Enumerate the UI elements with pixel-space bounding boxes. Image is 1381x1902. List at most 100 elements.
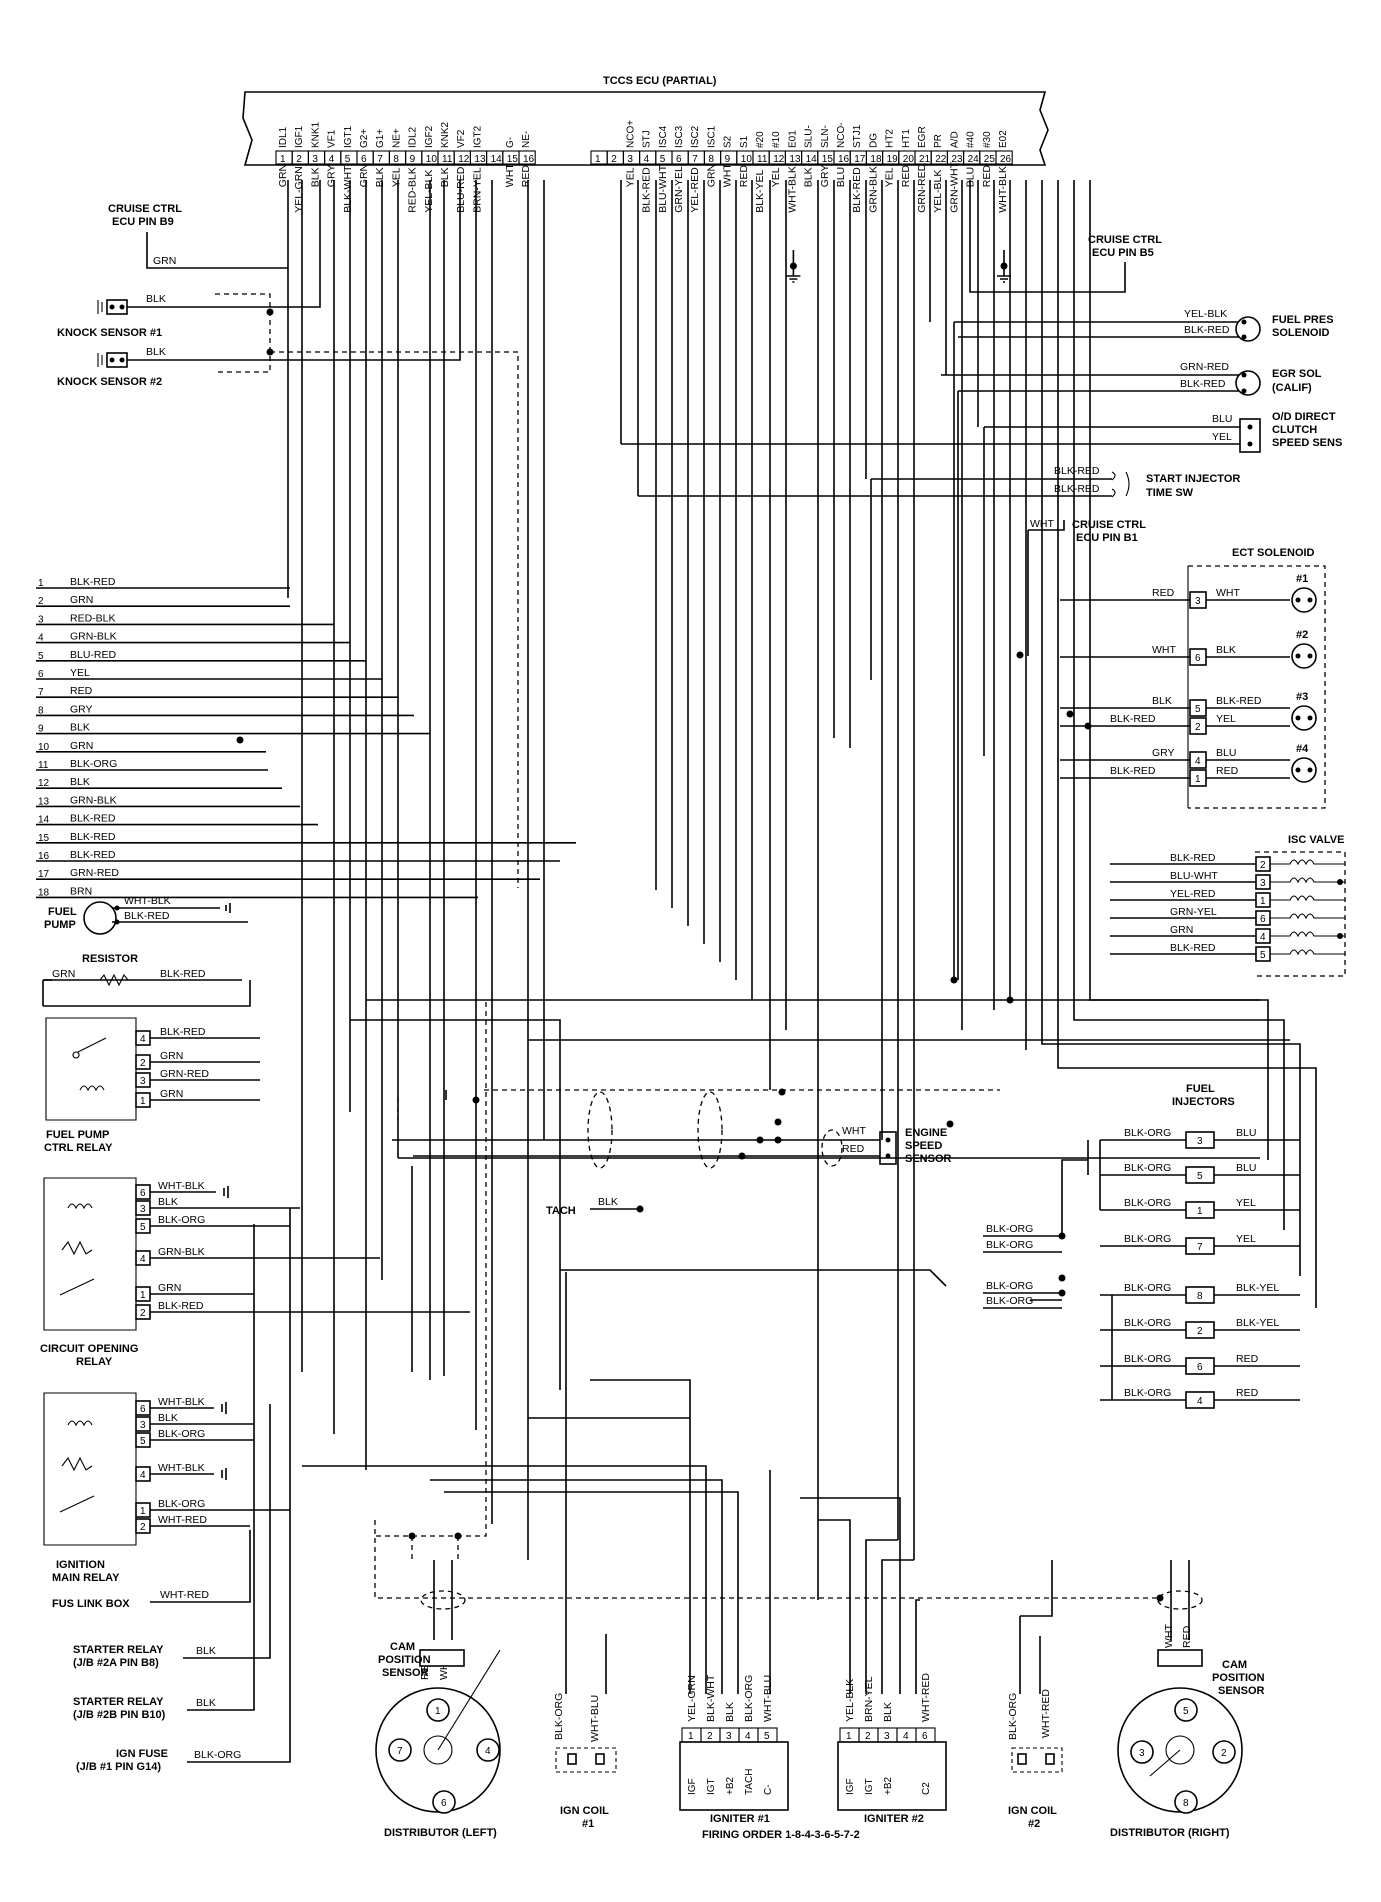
connector-row-wire: RED xyxy=(70,685,93,697)
ecu-left-pin-name: IGF1 xyxy=(294,125,305,148)
ess-wire-2: RED xyxy=(842,1143,865,1155)
inj-pin: 3 xyxy=(1197,1136,1203,1147)
connector-row-number: 18 xyxy=(38,887,50,898)
ect-coil-pin xyxy=(1295,597,1301,603)
cruise-b9-label-1: CRUISE CTRL xyxy=(108,203,182,215)
ign-coil-2: BLK-ORG WHT-RED IGN COIL #2 xyxy=(1007,1616,1063,1830)
isc-coil xyxy=(1270,859,1345,866)
fp-relay-pin: 1 xyxy=(140,1096,146,1107)
ect-coil-pin xyxy=(1307,767,1313,773)
igniter1-wire: WHT-BLU xyxy=(762,1675,774,1722)
inj-bus-wire-2: BLK-ORG xyxy=(986,1239,1033,1251)
cor-ground xyxy=(223,1186,229,1198)
start-injector-time-sw: BLK-RED BLK-RED START INJECTOR TIME SW xyxy=(638,465,1240,499)
ecu-left-pin-name: G- xyxy=(505,137,516,148)
igniter1-term: C- xyxy=(763,1784,774,1795)
ecu-right-wire-label: BLK-RED xyxy=(641,167,653,213)
resistor-wire-1: GRN xyxy=(52,968,75,980)
ecu-right-pin-cell xyxy=(995,150,1013,165)
coil1-wire-2: WHT-BLU xyxy=(589,1695,601,1742)
fp-relay-label-1: FUEL PUMP xyxy=(46,1129,109,1141)
connector-row-number: 6 xyxy=(38,669,44,680)
ecu-right-wire-label: GRN-YEL xyxy=(673,166,685,213)
ecu-left-wire-label: BLK xyxy=(309,167,321,187)
ect-number: #4 xyxy=(1296,743,1309,755)
cam-left-label-3: SENSOR xyxy=(382,1667,429,1679)
ecu-right-pin-number: 5 xyxy=(660,154,666,165)
inj-out-wire: YEL xyxy=(1236,1197,1256,1209)
ecu-right-wire-label: YEL-BLK xyxy=(932,170,944,213)
cam-sensor-right: WHT RED CAM POSITION SENSOR xyxy=(1157,1560,1265,1697)
ign-fuse-label-2: (J/B #1 PIN G14) xyxy=(76,1761,161,1773)
isc-wire: GRN xyxy=(1170,924,1193,936)
connector-row-wire: BLK-RED xyxy=(70,849,116,861)
coil1-label-1: IGN COIL xyxy=(560,1805,609,1817)
fuel-pres-label-2: SOLENOID xyxy=(1272,327,1330,339)
cam-left-label-1: CAM xyxy=(390,1641,415,1653)
connector-row-number: 9 xyxy=(38,724,44,735)
ign-wire: BLK-ORG xyxy=(158,1428,205,1440)
ecu-right-pin-number: 7 xyxy=(692,154,698,165)
ign-pin: 4 xyxy=(140,1470,146,1481)
cruise-b1-label-2: ECU PIN B1 xyxy=(1076,532,1138,544)
ecu-right-pin-number: 25 xyxy=(984,154,996,165)
starter1-wire: BLK xyxy=(196,1645,216,1657)
ect-pin: 2 xyxy=(1195,722,1201,733)
connector-row-number: 5 xyxy=(38,651,44,662)
cor-wire: BLK xyxy=(158,1196,178,1208)
igniter-1: 1YEL-GRNIGF2BLK-WHTIGT3BLK+B24BLK-ORGTAC… xyxy=(679,1674,860,1841)
connector-row-number: 4 xyxy=(38,633,44,644)
ecu-right-pin-name: HT2 xyxy=(885,129,896,148)
ecu-right-wire-label: GRN xyxy=(705,164,717,187)
ect-coil-pin xyxy=(1295,767,1301,773)
ecu-right-wire-label: RED xyxy=(900,165,912,188)
cor-wire: WHT-BLK xyxy=(158,1180,205,1192)
ecu-left-pin-name: IGF2 xyxy=(424,125,435,148)
igniter1-pin-box xyxy=(757,1727,778,1743)
isc-coil xyxy=(1270,931,1345,938)
ess-wire-1: WHT xyxy=(842,1125,866,1137)
cam-right-label-3: SENSOR xyxy=(1218,1685,1265,1697)
ect-out-wire: RED xyxy=(1216,765,1239,777)
ecu-left-pin-number: 10 xyxy=(426,154,438,165)
ect-title: ECT SOLENOID xyxy=(1232,547,1315,559)
circuit-opening-relay: 6WHT-BLK3BLK5BLK-ORG4GRN-BLK1GRN2BLK-RED… xyxy=(40,1177,470,1368)
dist-left-terminal-number: 7 xyxy=(397,1746,403,1757)
ecu-left-wire-label: YEL-BLK xyxy=(423,170,435,213)
dist-right-label: DISTRIBUTOR (RIGHT) xyxy=(1110,1827,1230,1839)
ecu-right-pin-number: 16 xyxy=(838,154,850,165)
dist-right-terminal-number: 5 xyxy=(1183,1706,1189,1717)
ign-pin: 1 xyxy=(140,1506,146,1517)
ecu-right-pin-name: #10 xyxy=(771,131,782,148)
ecu-right-pin-number: 21 xyxy=(919,154,931,165)
fp-relay-label-2: CTRL RELAY xyxy=(44,1142,113,1154)
engine-speed-sensor: WHT RED ENGINE SPEED SENSOR xyxy=(392,1089,1000,1169)
ect-rows: RED3WHTWHT6BLKBLK5BLK-REDBLK-RED2YELGRY4… xyxy=(1060,587,1290,787)
ecu-right-pin-number: 12 xyxy=(773,154,785,165)
ecu-right-pin-name: DG xyxy=(868,133,879,148)
knock-sensor-1: BLK KNOCK SENSOR #1 xyxy=(57,180,321,339)
inj-pin: 6 xyxy=(1197,1362,1203,1373)
isc-coil xyxy=(1270,949,1345,956)
connector-row-wire: GRY xyxy=(70,703,93,715)
igniter2-wire: WHT-RED xyxy=(920,1673,932,1722)
connector-row-wire: YEL xyxy=(70,667,90,679)
ect-coil xyxy=(1291,705,1317,731)
ecu-right-pin-number: 14 xyxy=(806,154,818,165)
knock2-wire: BLK xyxy=(146,346,166,358)
ecu-right-pin-name: SLN- xyxy=(820,125,831,148)
ect-pin: 1 xyxy=(1195,774,1201,785)
igniter1-pin: 4 xyxy=(745,1731,751,1742)
connector-row-number: 17 xyxy=(38,869,50,880)
cor-wire: BLK-RED xyxy=(158,1300,204,1312)
cruise-ctrl-b5: CRUISE CTRL ECU PIN B5 xyxy=(969,180,1162,293)
isc-title: ISC VALVE xyxy=(1288,834,1344,846)
igniter2-pin: 2 xyxy=(865,1731,871,1742)
inj-pin: 5 xyxy=(1197,1171,1203,1182)
ecu-right-pin-number: 20 xyxy=(903,154,915,165)
connector-row-wire: GRN-BLK xyxy=(70,631,117,643)
